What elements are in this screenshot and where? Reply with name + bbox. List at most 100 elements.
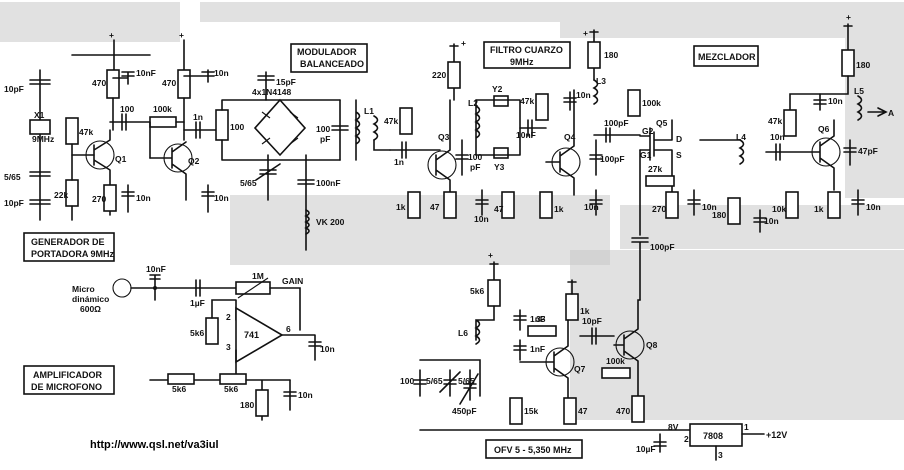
c10pfb-label: 10pF xyxy=(4,198,24,208)
regulator: 7808 8V 2 1 3 +12V 10µF xyxy=(636,422,787,461)
q8-label: Q8 xyxy=(646,340,658,350)
svg-text:+: + xyxy=(179,30,184,40)
mic-label-3: 600Ω xyxy=(80,304,101,314)
q5-label: Q5 xyxy=(656,118,668,128)
c450pf-label: 450pF xyxy=(452,406,477,416)
svg-text:+: + xyxy=(461,38,466,48)
c100pfe-label: 100pF xyxy=(650,242,675,252)
q2-label: Q2 xyxy=(188,156,200,166)
c100b-label: 100 xyxy=(468,152,482,162)
q3-label: Q3 xyxy=(438,132,450,142)
c10ng-label: 10n xyxy=(702,202,717,212)
r5k6b-label: 5k6 xyxy=(172,384,186,394)
q7-label: Q7 xyxy=(574,364,586,374)
c47pf-label: 47pF xyxy=(858,146,878,156)
c10nm-label: 10n xyxy=(298,390,313,400)
r270a-label: 270 xyxy=(92,194,106,204)
c100nf-label: 100nF xyxy=(316,178,341,188)
q1-label: Q1 xyxy=(115,154,127,164)
r47ka-label: 47k xyxy=(79,127,93,137)
r47b-label: 47 xyxy=(494,204,504,214)
amplificador-title-1: AMPLIFICADOR xyxy=(33,370,102,380)
r470a-label: 470 xyxy=(92,78,106,88)
x1f-label: 9MHz xyxy=(32,134,54,144)
modulador-title-1: MODULADOR xyxy=(297,47,357,57)
c10ni-label: 10n xyxy=(828,96,843,106)
r47a-label: 47 xyxy=(430,202,440,212)
c100d-label: 100 xyxy=(400,376,414,386)
c100pfc-label: 100pF xyxy=(600,154,625,164)
svg-text:+: + xyxy=(109,30,114,40)
c10na-label: 10n xyxy=(214,68,229,78)
r33-label: 33 xyxy=(536,314,546,324)
pin2r-label: 2 xyxy=(684,434,689,444)
r47c-label: 47 xyxy=(578,406,588,416)
c565d-label: 5/65 xyxy=(458,376,475,386)
c10uf-label: 10µF xyxy=(636,444,656,454)
amplificador-title-2: DE MICROFONO xyxy=(31,382,102,392)
c565c-label: 5/65 xyxy=(426,376,443,386)
r1kb-label: 1k xyxy=(554,204,564,214)
c10nf-label: 10n xyxy=(576,90,591,100)
r5k6c-label: 5k6 xyxy=(224,384,238,394)
svg-text:+: + xyxy=(488,250,493,260)
r27k-label: 27k xyxy=(648,164,662,174)
v12-label: +12V xyxy=(766,430,787,440)
vk200-label: VK 200 xyxy=(316,217,345,227)
r180b-label: 180 xyxy=(712,210,726,220)
diodes-label: 4x1N4148 xyxy=(252,87,292,97)
l6-label: L6 xyxy=(458,328,468,338)
r470b-label: 470 xyxy=(162,78,176,88)
generador-title-1: GENERADOR DE xyxy=(31,237,105,247)
c10nc-label: 10n xyxy=(214,193,229,203)
modulador-title-2: BALANCEADO xyxy=(300,59,364,69)
mic-label-1: Micro xyxy=(72,284,95,294)
c15pf-label: 15pF xyxy=(276,77,296,87)
q4-label: Q4 xyxy=(564,132,576,142)
c10nh-label: 10n xyxy=(764,216,779,226)
r100kb-label: 100k xyxy=(642,98,661,108)
r1kd-label: 1k xyxy=(580,306,590,316)
x1-label: X1 xyxy=(34,110,45,120)
mic-amplifier: Micro dinámico 600Ω 10nF 1µF 1M GAIN 5k6… xyxy=(23,264,335,421)
r100kc-label: 100k xyxy=(606,356,625,366)
c100pf-label: 100 xyxy=(316,124,330,134)
l4-label: L4 xyxy=(736,132,746,142)
y3-label: Y3 xyxy=(494,162,505,172)
svg-text:+: + xyxy=(846,12,851,22)
generador-title-2: PORTADORA 9MHz xyxy=(31,249,114,259)
r10k-label: 10k xyxy=(772,204,786,214)
c565b-label: 5/65 xyxy=(4,172,21,182)
arrow-a-label: A xyxy=(888,108,894,118)
g2-label: G2 xyxy=(642,126,654,136)
r180c-label: 180 xyxy=(856,60,870,70)
r5k6d-label: 5k6 xyxy=(470,286,484,296)
c10nj-label: 10n xyxy=(770,132,785,142)
regulator-label: 7808 xyxy=(703,431,723,441)
r220-label: 220 xyxy=(432,70,446,80)
ic741-label: 741 xyxy=(244,330,259,340)
crystal-filter: FILTRO CUARZO 9MHz + 220 1n 47k Q3 1k 47… xyxy=(384,38,625,224)
c100a-label: 100 xyxy=(120,104,134,114)
pin1r-label: 1 xyxy=(744,422,749,432)
l2-label: L2 xyxy=(468,98,478,108)
c100c-label: pF xyxy=(470,162,480,172)
pin6-label: 6 xyxy=(286,324,291,334)
c1uf-label: 1µF xyxy=(190,298,205,308)
filtro-title-2: 9MHz xyxy=(510,57,534,67)
r15k-label: 15k xyxy=(524,406,538,416)
r100k-label: 100k xyxy=(153,104,172,114)
gain-label: GAIN xyxy=(282,276,303,286)
mic-label-2: dinámico xyxy=(72,294,109,304)
pin3-label: 3 xyxy=(226,342,231,352)
c100pfb-label: pF xyxy=(320,134,330,144)
r22k-label: 22k xyxy=(54,190,68,200)
c10nb-label: 10n xyxy=(136,193,151,203)
c100pfd-label: 100pF xyxy=(604,118,629,128)
c10nfa-label: 10nF xyxy=(136,68,156,78)
ofv-title: OFV 5 - 5,350 MHz xyxy=(494,445,572,455)
c565a-label: 5/65 xyxy=(240,178,257,188)
balanced-modulator: MODULADOR BALANCEADO 100 4x1N4148 15pF 5… xyxy=(215,43,391,251)
y2-label: Y2 xyxy=(492,84,503,94)
